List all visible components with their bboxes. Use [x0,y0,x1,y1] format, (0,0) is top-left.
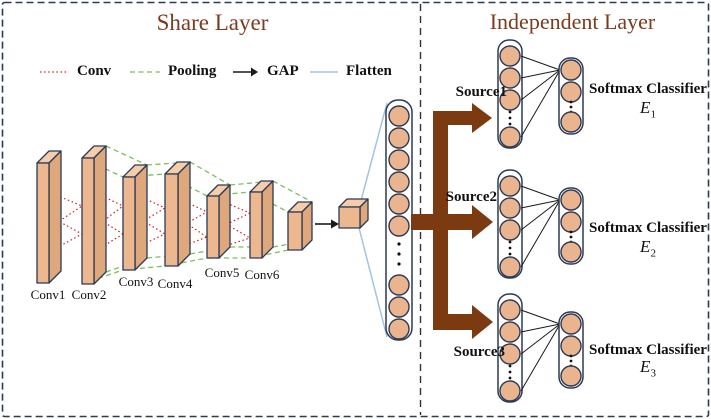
conv1-block [36,150,62,284]
conv3-block [122,164,148,271]
conv5-block [206,184,231,259]
conv6-block [249,180,274,259]
flatten-connections [357,102,388,338]
source2-network [497,169,584,279]
source1-arrow [433,103,492,133]
independent-layer-title: Independent Layer [489,9,656,34]
source-branch-arrows [411,103,493,339]
source1-label: Source1 [455,84,507,100]
classifier3-symbol: E3 [640,357,656,380]
classifier2-label: Softmax Classifier [589,220,707,236]
conv5-label: Conv5 [204,265,240,280]
gap-cube [338,198,369,229]
conv2-block [81,145,107,285]
share-layer-title: Share Layer [156,10,269,35]
source1-network [497,39,584,149]
source2-label: Source2 [445,189,497,205]
conv4-block [164,161,191,267]
legend-label-pooling: Pooling [168,63,217,79]
source3-network [497,293,584,403]
conv4-label: Conv4 [157,276,193,291]
pooled-output-block [287,201,313,251]
legend-label-gap: GAP [267,63,299,79]
classifier1-symbol: E1 [640,98,656,121]
gap-arrow-sample [233,67,258,77]
conv1-label: Conv1 [30,287,66,302]
source2-arrow [411,205,493,239]
classifier2-symbol: E2 [640,237,656,260]
gap-arrow [315,219,339,229]
pooling-connections [81,145,313,285]
classifier3-label: Softmax Classifier [589,342,707,358]
legend-line-samples [40,67,338,77]
legend-label-conv: Conv [77,63,112,79]
source3-label: Source3 [453,344,505,360]
conv2-label: Conv2 [71,287,107,302]
classifier1-label: Softmax Classifier [589,81,707,97]
legend-label-flatten: Flatten [346,63,392,79]
flatten-vector [385,99,413,341]
source3-arrow [433,305,493,339]
conv3-label: Conv3 [118,274,154,289]
conv6-label: Conv6 [244,267,280,282]
